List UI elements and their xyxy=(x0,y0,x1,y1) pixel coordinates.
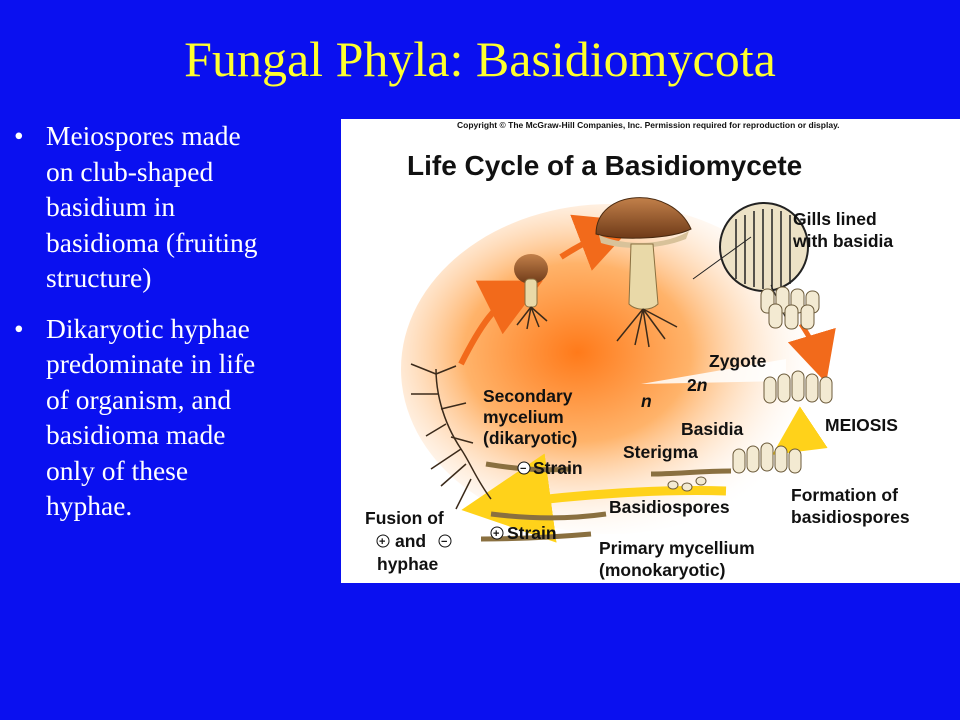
bullet-line: structure) xyxy=(46,262,152,293)
basidia-cluster-icon xyxy=(760,286,820,330)
label-gills-line1: Gills lined xyxy=(793,209,877,229)
label-primary-line2: (monokaryotic) xyxy=(599,560,725,580)
bullet-line: hyphae. xyxy=(46,490,133,521)
label-formation-line2: basidiospores xyxy=(791,507,910,527)
bullet-line: basidium in xyxy=(46,191,176,222)
label-sterigma: Sterigma xyxy=(623,442,698,462)
fusion-line2: + and − xyxy=(376,531,452,551)
label-secondary-line2: mycelium xyxy=(483,407,564,427)
strain-minus-label: − Strain xyxy=(517,458,583,478)
basidia-spores-cluster-icon xyxy=(732,442,802,474)
young-mushroom-icon xyxy=(514,254,548,330)
label-2n-number: 2 xyxy=(687,375,697,395)
label-fusion-line3: hyphae xyxy=(377,554,439,574)
label-primary-line1: Primary mycellium xyxy=(599,538,755,558)
label-basidia: Basidia xyxy=(681,419,744,439)
secondary-mycelium-icon xyxy=(410,363,492,510)
bullet-item: • Dikaryotic hyphae predominate in life … xyxy=(0,311,335,524)
label-basidiospores: Basidiospores xyxy=(609,497,730,517)
bullet-line: Dikaryotic hyphae xyxy=(46,312,250,344)
label-strain-minus: Strain xyxy=(533,458,583,478)
bullet-list: • Meiospores made on club-shaped basidiu… xyxy=(0,118,335,539)
label-formation-line1: Formation of xyxy=(791,485,898,505)
hyphae-icon xyxy=(480,461,732,542)
label-strain-plus: Strain xyxy=(507,523,557,543)
bullet-line: predominate in life xyxy=(46,348,256,379)
plus-sign-icon: + xyxy=(379,536,385,548)
bullet-line: of organism, and xyxy=(46,383,232,415)
bullet-marker: • xyxy=(14,312,24,344)
life-cycle-figure: Copyright © The McGraw-Hill Companies, I… xyxy=(341,119,960,583)
bullet-line: basidioma made xyxy=(46,419,226,450)
bullet-line: only of these xyxy=(46,454,189,486)
bullet-line: basidioma (fruiting xyxy=(46,226,258,258)
label-2n-letter: n xyxy=(697,375,708,395)
copyright-notice: Copyright © The McGraw-Hill Companies, I… xyxy=(457,120,840,130)
bullet-item: • Meiospores made on club-shaped basidiu… xyxy=(0,118,335,296)
label-gills-line2: with basidia xyxy=(792,231,893,251)
label-ploidy-n: n xyxy=(641,391,652,411)
label-meiosis: MEIOSIS xyxy=(825,415,898,435)
label-ploidy-2n: 2n xyxy=(687,375,707,395)
minus-sign-icon: − xyxy=(520,463,526,475)
strain-plus-label: + Strain xyxy=(490,523,557,543)
arrow-spores-to-hyphae xyxy=(461,453,727,543)
arrow-to-young-mushroom xyxy=(458,280,543,366)
plus-sign-icon: + xyxy=(493,528,499,540)
bullet-marker: • xyxy=(14,120,24,151)
figure-title: Life Cycle of a Basidiomycete xyxy=(407,150,802,181)
label-fusion-line1: Fusion of xyxy=(365,508,444,528)
label-fusion-and: and xyxy=(395,531,426,551)
zygote-cluster-icon xyxy=(763,370,833,404)
ploidy-divider xyxy=(641,359,786,384)
basidiospores-icon xyxy=(667,476,707,492)
slide-title: Fungal Phyla: Basidiomycota xyxy=(184,31,776,87)
arrow-meiosis xyxy=(772,406,828,455)
label-zygote: Zygote xyxy=(709,351,767,371)
bullet-line: on club-shaped xyxy=(46,155,214,187)
mature-mushroom-icon xyxy=(595,197,692,348)
label-secondary-line1: Secondary xyxy=(483,386,573,406)
bullet-line: Meiospores made xyxy=(46,120,241,151)
life-cycle-diagram: Copyright © The McGraw-Hill Companies, I… xyxy=(365,120,910,580)
minus-sign-icon: − xyxy=(441,536,447,548)
label-secondary-line3: (dikaryotic) xyxy=(483,428,577,448)
